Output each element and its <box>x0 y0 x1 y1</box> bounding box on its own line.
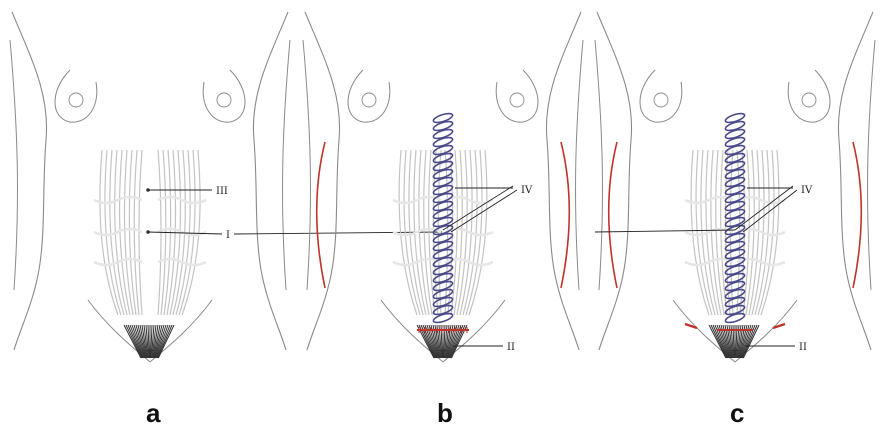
right-nipple <box>217 93 231 107</box>
left-arm-outline <box>595 40 602 290</box>
left-flank-incision <box>317 142 325 288</box>
panel-b: IV II <box>303 12 583 362</box>
label-III: III <box>216 186 228 197</box>
panel-c: IV II <box>595 12 875 362</box>
right-flank-incision <box>853 142 861 288</box>
label-IV: IV <box>521 185 533 196</box>
left-arm-outline <box>303 40 310 290</box>
left-breast-outline <box>348 70 390 122</box>
panel-label-a: a <box>146 398 160 429</box>
label-I: I <box>226 230 230 241</box>
left-breast-outline <box>640 70 682 122</box>
left-breast-outline <box>55 70 97 122</box>
right-nipple <box>802 93 816 107</box>
right-breast-outline <box>496 70 538 122</box>
label-II: II <box>507 342 515 353</box>
left-arm-outline <box>10 40 17 290</box>
label-IV: IV <box>801 185 813 196</box>
left-flank-incision <box>609 142 617 288</box>
left-nipple <box>362 93 376 107</box>
right-breast-outline <box>203 70 245 122</box>
left-nipple <box>654 93 668 107</box>
right-arm-outline <box>868 40 875 290</box>
panel-label-c: c <box>730 398 744 429</box>
right-nipple <box>510 93 524 107</box>
label-II: II <box>799 342 807 353</box>
right-flank-incision <box>561 142 569 288</box>
right-breast-outline <box>788 70 830 122</box>
right-arm-outline <box>576 40 583 290</box>
pubic-region <box>124 325 174 358</box>
panel-label-b: b <box>437 398 453 429</box>
left-nipple <box>69 93 83 107</box>
right-arm-outline <box>283 40 290 290</box>
leader-IV-a <box>443 186 513 230</box>
